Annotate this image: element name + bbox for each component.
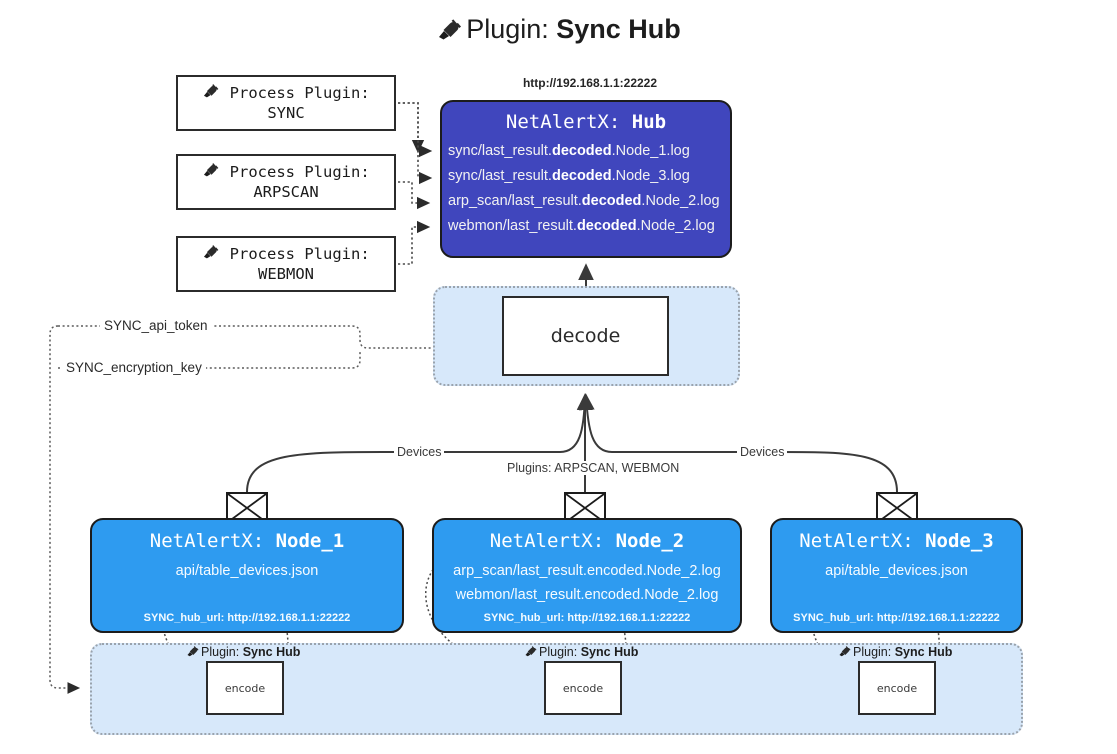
decode-box[interactable]: decode (502, 296, 669, 376)
plugin-label-strong: Sync Hub (242, 645, 301, 659)
process-plugin-line1: Process Plugin: (202, 83, 370, 103)
plug-icon (202, 245, 228, 263)
process-plugin-name: ARPSCAN (253, 182, 319, 201)
plug-icon (436, 18, 462, 47)
node-title: NetAlertX: Node_3 (799, 530, 994, 552)
plugin-label-1: Plugin: Sync Hub (186, 645, 300, 660)
node-line: api/table_devices.json (825, 563, 968, 579)
plugin-label-strong: Sync Hub (894, 645, 953, 659)
title-strong: Sync Hub (556, 14, 681, 44)
hub-log-row: arp_scan/last_result.decoded.Node_2.log (448, 192, 720, 209)
node-footer: SYNC_hub_url: http://192.168.1.1:22222 (793, 612, 1000, 624)
node-line: webmon/last_result.encoded.Node_2.log (455, 586, 719, 603)
hub-log-list: sync/last_result.decoded.Node_1.log sync… (442, 139, 730, 239)
encode-box-2[interactable]: encode (544, 661, 622, 715)
sync-api-token-label: SYNC_api_token (100, 318, 212, 333)
plugin-label-lead: Plugin: (853, 645, 892, 659)
hub-title-name: Hub (631, 111, 667, 133)
encode-box-3[interactable]: encode (858, 661, 936, 715)
plugin-label-strong: Sync Hub (580, 645, 639, 659)
plugin-label-lead: Plugin: (539, 645, 578, 659)
edge-label-devices-left: Devices (394, 445, 445, 459)
plugin-label-3: Plugin: Sync Hub (838, 645, 952, 660)
process-plugin-box-arpscan[interactable]: Process Plugin: ARPSCAN (176, 154, 396, 210)
hub-log-row: sync/last_result.decoded.Node_3.log (448, 167, 690, 184)
node-title: NetAlertX: Node_2 (489, 530, 685, 552)
process-plugin-title: Process Plugin: (229, 245, 370, 264)
process-plugin-line1: Process Plugin: (202, 162, 370, 182)
process-plugin-title: Process Plugin: (229, 163, 370, 182)
node-line: arp_scan/last_result.encoded.Node_2.log (453, 563, 721, 579)
hub-log-row: sync/last_result.decoded.Node_1.log (448, 143, 690, 159)
node-title: NetAlertX: Node_1 (149, 530, 345, 552)
node-line: api/table_devices.json (175, 563, 319, 579)
plugin-label-2: Plugin: Sync Hub (524, 645, 638, 660)
hub-log-row: webmon/last_result.decoded.Node_2.log (448, 217, 715, 234)
plugin-label-lead: Plugin: (201, 645, 240, 659)
process-plugin-name: WEBMON (258, 264, 314, 283)
process-plugin-name: SYNC (267, 103, 305, 122)
node-lines: api/table_devices.json (772, 560, 1021, 584)
plug-icon (202, 163, 228, 181)
encode-box-1[interactable]: encode (206, 661, 284, 715)
hub-title: NetAlertX: Hub (442, 111, 730, 133)
node-lines: arp_scan/last_result.encoded.Node_2.log … (434, 560, 740, 608)
hub-node[interactable]: NetAlertX: Hub sync/last_result.decoded.… (440, 100, 732, 258)
process-plugin-box-webmon[interactable]: Process Plugin: WEBMON (176, 236, 396, 292)
node-footer: SYNC_hub_url: http://192.168.1.1:22222 (143, 612, 351, 624)
node-lines: api/table_devices.json (92, 560, 402, 584)
sync-encryption-key-label: SYNC_encryption_key (62, 360, 206, 375)
node-box-node-1[interactable]: NetAlertX: Node_1 api/table_devices.json… (90, 518, 404, 633)
edge-label-devices-right: Devices (737, 445, 788, 459)
node-footer: SYNC_hub_url: http://192.168.1.1:22222 (483, 612, 691, 624)
title-lead: Plugin: (466, 14, 549, 44)
hub-title-prefix: NetAlertX: (505, 111, 621, 133)
node-box-node-3[interactable]: NetAlertX: Node_3 api/table_devices.json… (770, 518, 1023, 633)
process-plugin-title: Process Plugin: (229, 84, 370, 103)
plug-icon (524, 645, 537, 660)
process-plugin-box-sync[interactable]: Process Plugin: SYNC (176, 75, 396, 131)
node-box-node-2[interactable]: NetAlertX: Node_2 arp_scan/last_result.e… (432, 518, 742, 633)
page-title: Plugin: Sync Hub (0, 14, 1117, 47)
hub-url-label: http://192.168.1.1:22222 (522, 76, 658, 90)
process-plugin-line1: Process Plugin: (202, 244, 370, 264)
edge-label-plugins: Plugins: ARPSCAN, WEBMON (504, 461, 683, 475)
plug-icon (186, 645, 199, 660)
plug-icon (838, 645, 851, 660)
plug-icon (202, 84, 228, 102)
